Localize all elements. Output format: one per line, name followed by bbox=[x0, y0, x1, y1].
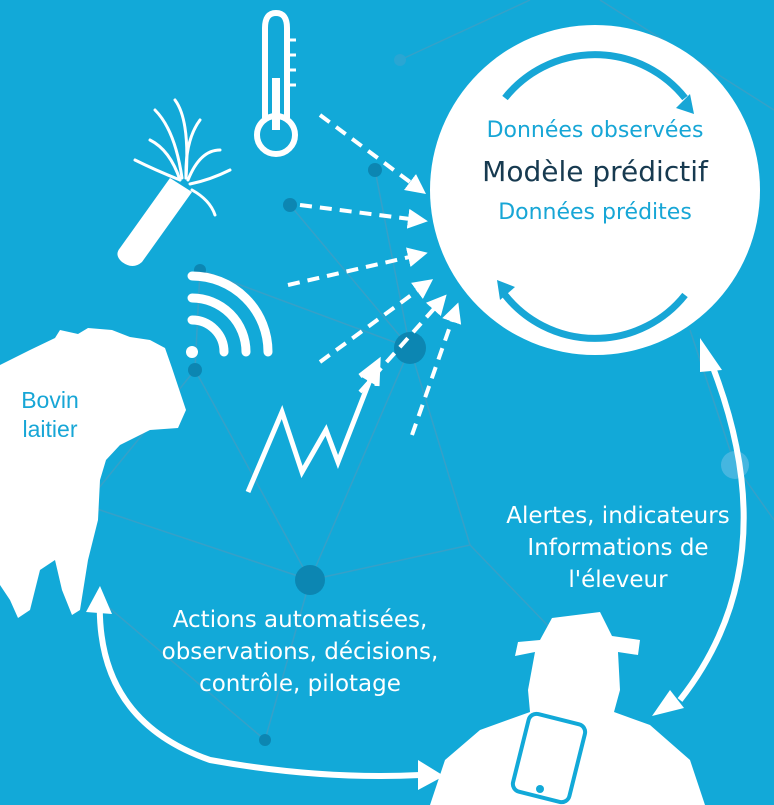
thermometer-icon bbox=[254, 9, 298, 157]
alerts-line-3: l'éleveur bbox=[568, 567, 668, 594]
cow-label-line-2: laitier bbox=[22, 415, 78, 442]
feedback-arrow-right bbox=[677, 358, 747, 702]
alerts-line-2: Informations de bbox=[527, 535, 709, 562]
smartphone-icon bbox=[510, 711, 588, 805]
predictive-model-label: Modèle prédictif bbox=[482, 155, 708, 188]
actions-line-3: contrôle, pilotage bbox=[199, 671, 401, 698]
actions-label: Actions automatisées, observations, déci… bbox=[120, 604, 480, 701]
predicted-data-label: Données prédites bbox=[498, 200, 692, 225]
data-flow-arrows bbox=[287, 113, 462, 436]
observed-data-label: Données observées bbox=[486, 118, 704, 143]
milk-brush-icon bbox=[117, 98, 232, 266]
predictive-model-circle bbox=[430, 25, 760, 355]
alerts-line-1: Alertes, indicateurs bbox=[506, 503, 730, 529]
cow-silhouette bbox=[0, 328, 186, 618]
wifi-signal-icon bbox=[186, 271, 273, 358]
actions-line-1: Actions automatisées, bbox=[172, 607, 428, 633]
cow-label-line-1: Bovin bbox=[21, 387, 79, 413]
cow-label: Bovin laitier bbox=[10, 386, 90, 444]
alerts-label: Alertes, indicateurs Informations de l'é… bbox=[462, 500, 774, 597]
cycle-arrow-bottom bbox=[502, 292, 688, 342]
trend-zigzag-icon bbox=[245, 356, 381, 493]
farmer-silhouette bbox=[430, 612, 705, 805]
feedback-arrow-bottom bbox=[96, 597, 421, 779]
actions-line-2: observations, décisions, bbox=[161, 639, 439, 666]
model-circle-text: Données observées Modèle prédictif Donné… bbox=[430, 118, 760, 225]
cycle-arrow-top bbox=[502, 51, 688, 101]
